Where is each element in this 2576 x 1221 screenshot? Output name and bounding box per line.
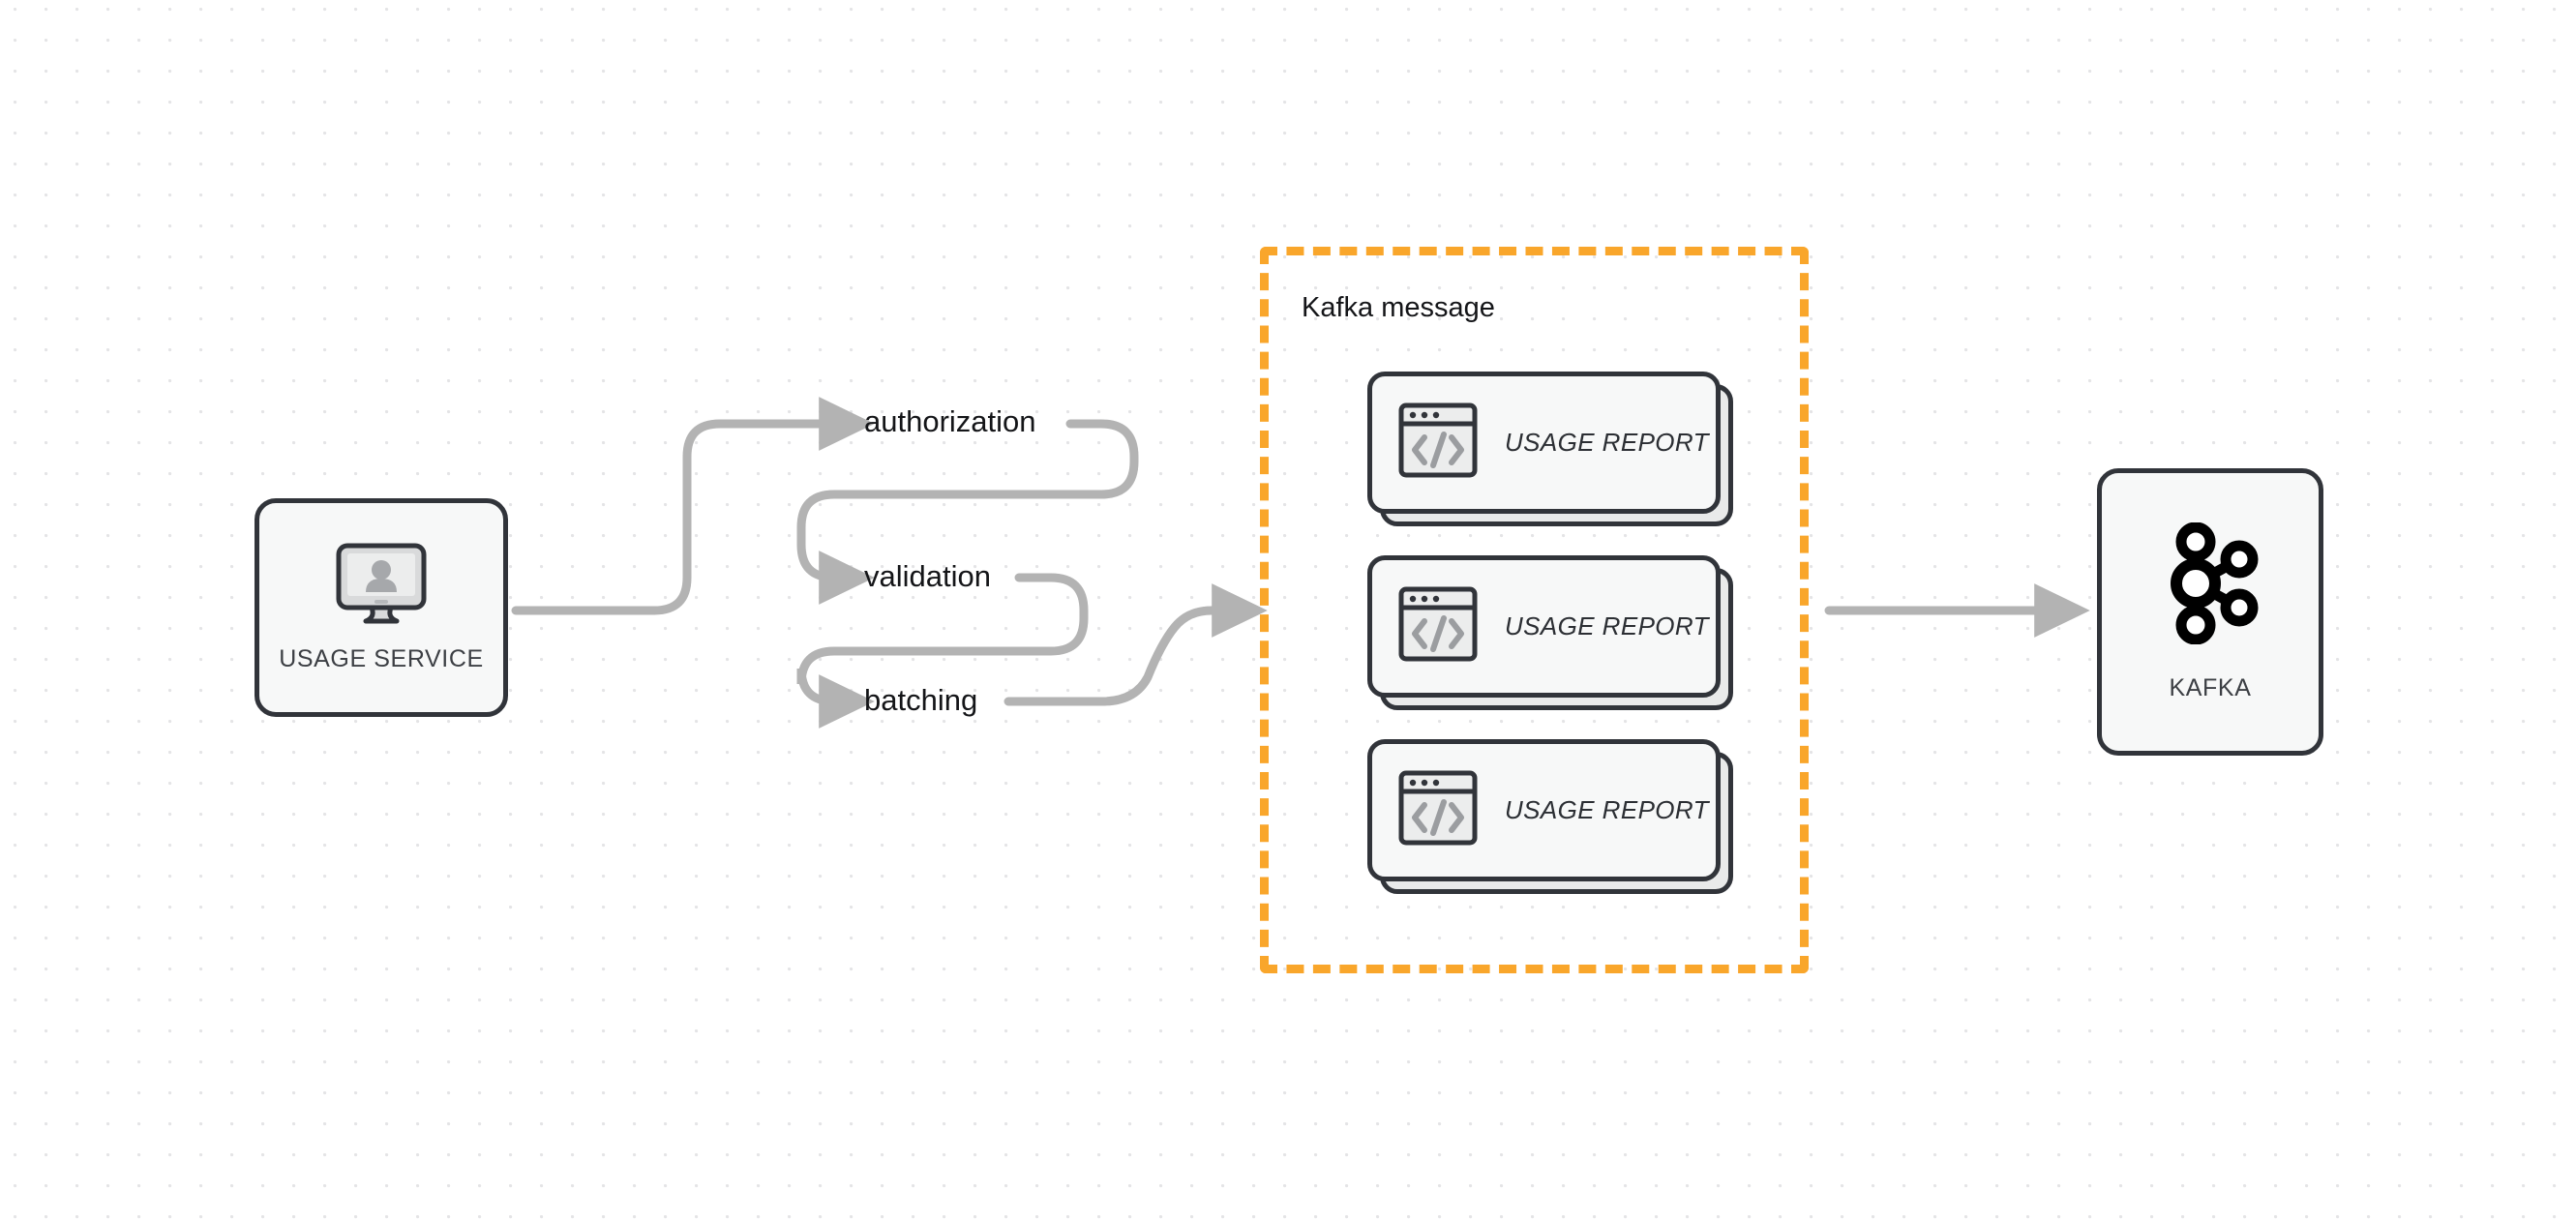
step-label-validation: validation [864,559,991,593]
code-window-icon [1398,586,1478,667]
card-label: USAGE REPORT [1505,795,1709,824]
code-window-icon [1398,402,1478,483]
card-face: USAGE REPORT [1367,739,1721,881]
step-label-batching: batching [864,683,978,717]
step-label-authorization: authorization [864,404,1036,438]
usage-report-card[interactable]: USAGE REPORT [1367,555,1733,710]
card-face: USAGE REPORT [1367,555,1721,698]
code-window-icon [1398,770,1478,850]
wire-batching-to-kafka-message [1003,583,1268,706]
wire-service-to-authorization [511,397,875,615]
card-label: USAGE REPORT [1505,611,1709,640]
card-face: USAGE REPORT [1367,372,1721,514]
monitor-user-icon [335,542,428,630]
node-label-usage-service: USAGE SERVICE [279,645,484,672]
usage-report-card[interactable]: USAGE REPORT [1367,739,1733,894]
node-usage-service[interactable]: USAGE SERVICE [255,498,508,717]
card-label: USAGE REPORT [1505,428,1709,457]
kafka-logo-icon [2157,521,2263,649]
node-label-kafka: KAFKA [2169,673,2252,701]
group-kafka-message[interactable]: Kafka message USAGE REPORT [1260,247,1809,973]
group-title-kafka-message: Kafka message [1302,292,1495,323]
usage-report-card[interactable]: USAGE REPORT [1367,372,1733,526]
node-kafka[interactable]: KAFKA [2097,468,2323,756]
wire-authorization-to-validation [796,419,1139,605]
